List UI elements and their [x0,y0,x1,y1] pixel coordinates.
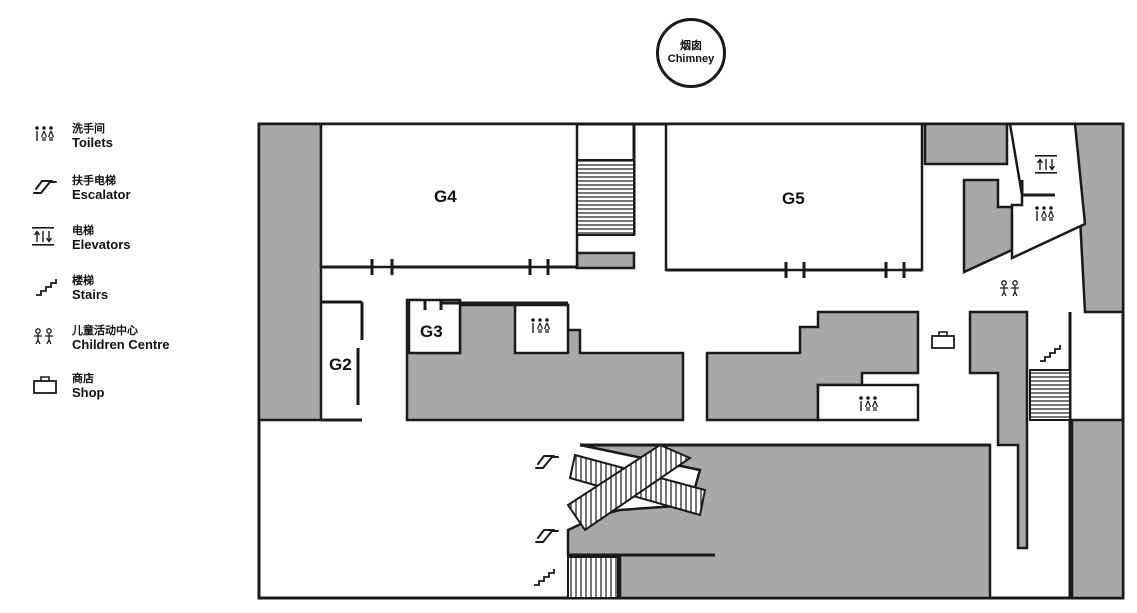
room-g4 [319,122,579,269]
legend-label-cn: 洗手间 [72,122,105,135]
legend-item-stairs: 楼梯 Stairs [28,270,228,310]
legend-label-cn: 扶手电梯 [72,174,116,187]
stairs-south [567,556,619,599]
shop-icon [33,376,57,394]
chimney-marker: 烟囱 Chimney [656,18,726,88]
elevator-icon [31,226,55,247]
chimney-label-cn: 烟囱 [680,39,702,52]
walls [321,124,1072,598]
legend-label-cn: 楼梯 [72,274,94,287]
legend-item-toilets: 洗手间 Toilets [28,118,228,158]
room-label-g3: G3 [420,322,443,341]
legend-label-en: Children Centre [72,337,170,352]
children-centre-icon [33,328,54,345]
legend-item-elevators: 电梯 Elevators [28,220,228,260]
legend-label-en: Shop [72,385,105,400]
stairs-icon [35,278,57,296]
toilets-icon [34,125,55,142]
north-east-room [1008,122,1087,260]
west-block [257,122,323,422]
east-wedge-block [1073,122,1125,314]
legend-item-escalator: 扶手电梯 Escalator [28,170,228,210]
east-corridor-block [968,310,1029,550]
legend-item-children-centre: 儿童活动中心 Children Centre [28,320,228,360]
far-east-block [1070,418,1125,600]
room-g5 [664,122,924,272]
legend-label-cn: 儿童活动中心 [72,324,138,337]
room-label-g2: G2 [329,355,352,374]
building-blocks [257,122,1125,600]
legend-label-en: Toilets [72,135,113,150]
legend-label-en: Escalator [72,187,131,202]
escalator-up [566,443,693,532]
stairs-north [576,159,635,236]
north-east-block [923,122,1009,166]
escalator-icon [33,180,57,194]
legend-label-cn: 商店 [72,372,94,385]
legend-item-shop: 商店 Shop [28,368,228,408]
stair-landing-block [575,251,636,270]
legend-label-en: Elevators [72,237,131,252]
stairs-east [1029,369,1071,421]
legend-label-cn: 电梯 [72,224,94,237]
rooms [319,122,1087,422]
legend-label-en: Stairs [72,287,109,302]
room-g3 [407,298,462,355]
room-label-g4: G4 [434,187,457,206]
chimney-label-en: Chimney [667,53,715,65]
room-label-g5: G5 [782,189,805,208]
